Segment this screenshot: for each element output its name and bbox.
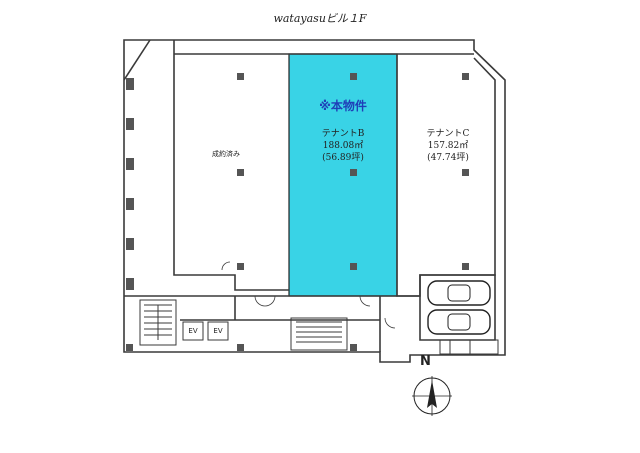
tenant-c-area-m2: 157.82㎡ bbox=[427, 141, 469, 151]
tenant-b-name: テナントB bbox=[321, 129, 365, 139]
doors bbox=[221, 261, 396, 329]
building-outline bbox=[123, 39, 506, 363]
compass-icon bbox=[412, 376, 452, 416]
plan-title: watayasuビル１F bbox=[273, 12, 367, 25]
subject-marker: ※本物件 bbox=[319, 99, 367, 113]
elevator-1 bbox=[182, 321, 204, 341]
elevator-2 bbox=[207, 321, 229, 341]
tenant-c-area-tsubo: (47.74坪) bbox=[427, 153, 469, 163]
tenant-c-name: テナントC bbox=[426, 129, 470, 139]
left-unit-status: 成約済み bbox=[212, 150, 240, 158]
elevator-1-label: EV bbox=[188, 327, 198, 335]
left-stairs bbox=[139, 299, 177, 346]
north-label: N bbox=[420, 354, 431, 369]
parked-car-1 bbox=[427, 280, 491, 306]
parked-car-2 bbox=[427, 309, 491, 335]
elevator-2-label: EV bbox=[213, 327, 223, 335]
tenant-b-area-tsubo: (56.89坪) bbox=[322, 153, 364, 163]
gate bbox=[439, 339, 499, 355]
tenant-b-area-m2: 188.08㎡ bbox=[322, 141, 364, 151]
center-stairs bbox=[290, 317, 348, 351]
left-wall-columns bbox=[126, 78, 134, 290]
tenant-b-area[interactable] bbox=[288, 53, 398, 297]
columns bbox=[126, 73, 469, 351]
